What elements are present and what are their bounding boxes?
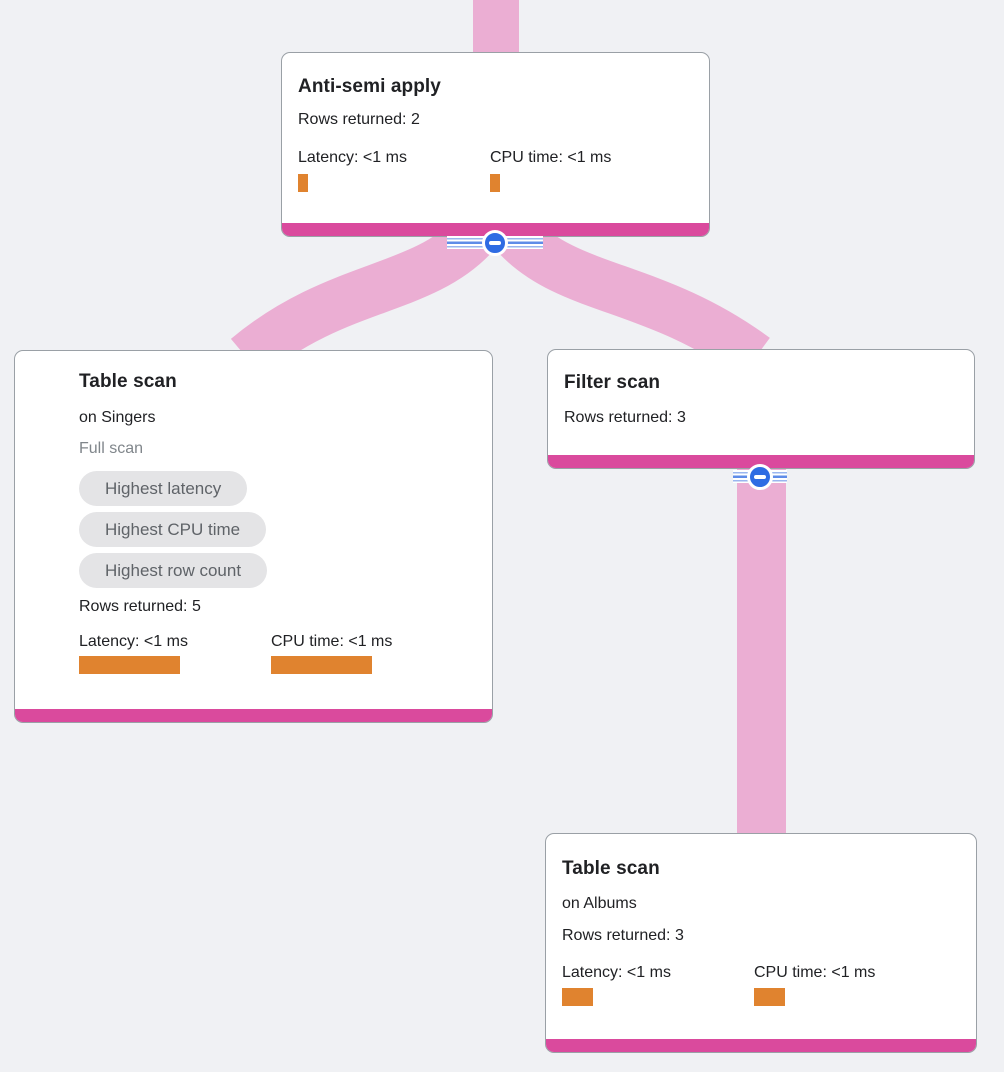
edge-filter-scan-to-table-scan-albums xyxy=(737,455,786,836)
latency-metric: Latency: <1 ms xyxy=(298,147,490,192)
node-accent-bar xyxy=(548,455,974,468)
cpu-time-bar xyxy=(754,988,785,1006)
node-body: Anti-semi apply Rows returned: 2 Latency… xyxy=(282,53,709,192)
badge-highest-latency: Highest latency xyxy=(79,471,248,506)
metrics-row: Latency: <1 ms CPU time: <1 ms xyxy=(562,962,960,1006)
cpu-time-label: CPU time: <1 ms xyxy=(490,149,612,166)
cpu-metric: CPU time: <1 ms xyxy=(754,962,946,1006)
latency-label: Latency: <1 ms xyxy=(562,964,671,981)
cpu-time-label: CPU time: <1 ms xyxy=(754,964,876,981)
collapse-button-filter-scan[interactable] xyxy=(747,464,773,490)
badge-row: Highest row count xyxy=(79,553,476,588)
badge-highest-row-count: Highest row count xyxy=(79,553,268,588)
badge-row: Highest latency xyxy=(79,471,476,506)
latency-metric: Latency: <1 ms xyxy=(79,631,271,674)
node-body: Table scan on Singers Full scan Highest … xyxy=(15,351,492,674)
node-body: Table scan on Albums Rows returned: 3 La… xyxy=(546,834,976,1006)
node-title: Table scan xyxy=(79,371,177,392)
node-title: Table scan xyxy=(562,858,660,879)
edge-into-anti-semi-apply xyxy=(473,0,519,55)
scan-type-label: Full scan xyxy=(79,440,144,457)
metrics-row: Latency: <1 ms CPU time: <1 ms xyxy=(298,147,693,192)
cpu-metric: CPU time: <1 ms xyxy=(271,631,463,674)
cpu-time-bar xyxy=(271,656,372,674)
latency-metric: Latency: <1 ms xyxy=(562,962,754,1006)
node-table-scan-singers[interactable]: Table scan on Singers Full scan Highest … xyxy=(14,350,493,723)
node-accent-bar xyxy=(546,1039,976,1052)
edge-anti-semi-to-table-scan-singers xyxy=(230,218,492,378)
cpu-time-label: CPU time: <1 ms xyxy=(271,633,393,650)
latency-bar xyxy=(298,174,308,192)
node-title: Filter scan xyxy=(564,372,661,393)
badge-highest-cpu-time: Highest CPU time xyxy=(79,512,267,547)
edge-anti-semi-to-filter-scan xyxy=(498,218,770,379)
rows-returned: Rows returned: 2 xyxy=(298,111,420,128)
node-body: Filter scan Rows returned: 3 xyxy=(548,350,974,429)
latency-label: Latency: <1 ms xyxy=(79,633,188,650)
node-subtitle: on Albums xyxy=(562,895,637,912)
cpu-metric: CPU time: <1 ms xyxy=(490,147,682,192)
rows-returned: Rows returned: 3 xyxy=(562,927,684,944)
node-subtitle: on Singers xyxy=(79,409,156,426)
rows-returned: Rows returned: 3 xyxy=(564,409,686,426)
node-table-scan-albums[interactable]: Table scan on Albums Rows returned: 3 La… xyxy=(545,833,977,1053)
latency-bar xyxy=(79,656,180,674)
node-accent-bar xyxy=(282,223,709,236)
collapse-button-anti-semi-apply[interactable] xyxy=(482,230,508,256)
latency-bar xyxy=(562,988,593,1006)
node-anti-semi-apply[interactable]: Anti-semi apply Rows returned: 2 Latency… xyxy=(281,52,710,237)
node-title: Anti-semi apply xyxy=(298,76,441,97)
node-filter-scan[interactable]: Filter scan Rows returned: 3 xyxy=(547,349,975,469)
cpu-time-bar xyxy=(490,174,500,192)
badge-row: Highest CPU time xyxy=(79,512,476,547)
metrics-row: Latency: <1 ms CPU time: <1 ms xyxy=(79,631,476,674)
latency-label: Latency: <1 ms xyxy=(298,149,407,166)
rows-returned: Rows returned: 5 xyxy=(79,598,201,615)
node-accent-bar xyxy=(15,709,492,722)
